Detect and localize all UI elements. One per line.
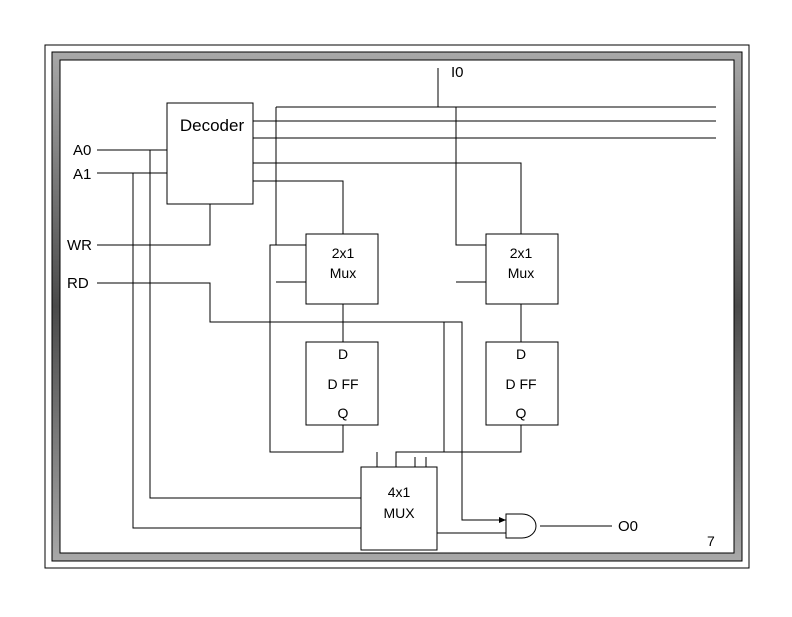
and-input-arrows xyxy=(499,517,506,523)
mux-right-line1: 2x1 xyxy=(510,245,533,261)
dff-right-name: D FF xyxy=(505,376,536,392)
label-wr: WR xyxy=(67,237,92,254)
label-a0: A0 xyxy=(73,142,91,159)
dff-left-name: D FF xyxy=(327,376,358,392)
dff-right-d: D xyxy=(516,346,526,362)
decoder-label: Decoder xyxy=(180,116,245,135)
label-o0: O0 xyxy=(618,518,638,535)
label-a1: A1 xyxy=(73,166,91,183)
label-i0: I0 xyxy=(451,64,464,81)
wires xyxy=(97,68,716,534)
dff-left-q: Q xyxy=(338,405,349,421)
mux4-line1: 4x1 xyxy=(388,484,411,500)
mux-right-block: 2x1 Mux xyxy=(485,233,559,305)
mux-left-block: 2x1 Mux xyxy=(305,233,379,305)
mux-right-line2: Mux xyxy=(508,265,534,281)
label-rd: RD xyxy=(67,275,89,292)
page-number: 7 xyxy=(707,533,715,549)
and-gate xyxy=(505,513,537,539)
dff-right-block: D D FF Q xyxy=(485,341,559,426)
dff-left-d: D xyxy=(338,346,348,362)
dff-right-q: Q xyxy=(516,405,527,421)
signal-labels: I0 A0 A1 WR RD O0 7 xyxy=(67,64,715,549)
mux4-block: 4x1 MUX xyxy=(360,466,438,551)
mux-left-line2: Mux xyxy=(330,265,356,281)
decoder-block: Decoder xyxy=(166,102,254,205)
mux4-line2: MUX xyxy=(383,505,415,521)
dff-left-block: D D FF Q xyxy=(305,341,379,426)
mux-left-line1: 2x1 xyxy=(332,245,355,261)
